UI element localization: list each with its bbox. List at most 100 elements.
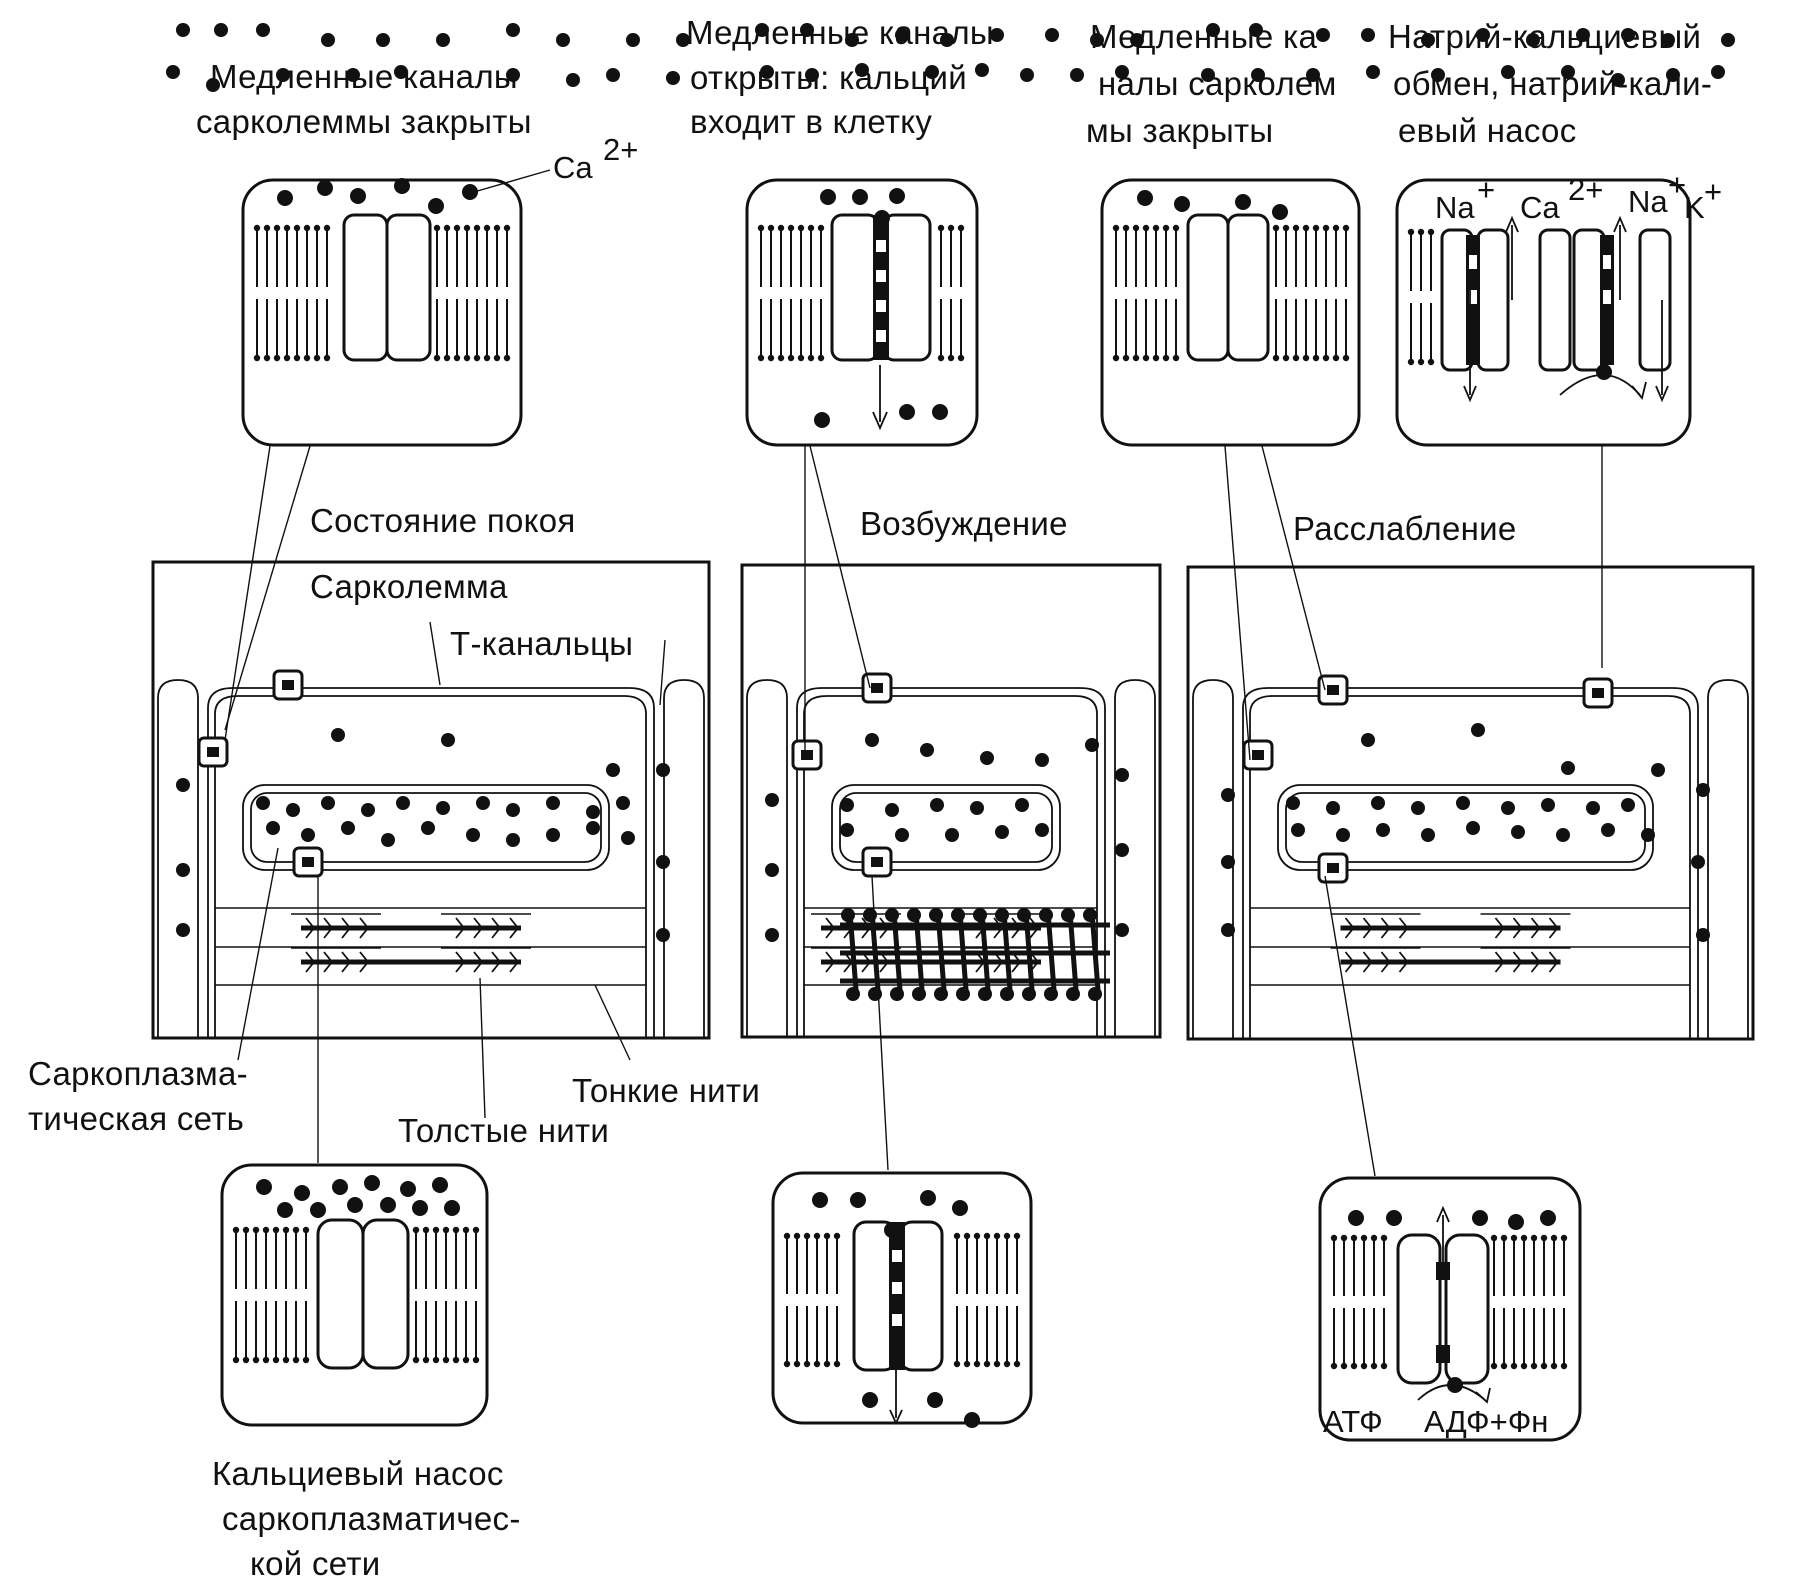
myosin-head <box>1344 951 1355 973</box>
channel-core <box>1327 863 1339 873</box>
channel-subunit <box>898 1220 944 1372</box>
ca-ion-dot <box>1249 23 1263 37</box>
ca-ion-dot <box>846 987 860 1001</box>
ca-ion-dot <box>462 184 478 200</box>
lipid-head <box>1282 354 1290 362</box>
lipid-head <box>283 224 291 232</box>
ca-ion-dot <box>1641 828 1655 842</box>
arrow-head <box>1436 1205 1450 1223</box>
inset-rest-closed-channel <box>241 169 551 447</box>
lipid-head <box>443 354 451 362</box>
pore-gap <box>1469 255 1477 269</box>
ca-ion-dot <box>1411 801 1425 815</box>
lipid-head <box>803 1360 811 1368</box>
ca-ion-dot <box>855 63 869 77</box>
lipid-head <box>253 354 261 362</box>
myosin-head <box>305 917 316 939</box>
lipid-head <box>757 354 765 362</box>
ca-ion-dot <box>1376 823 1390 837</box>
ca-ion-dot <box>556 33 570 47</box>
lipid-head <box>807 224 815 232</box>
ca-ion-dot <box>1501 801 1515 815</box>
ca-ion-dot <box>176 23 190 37</box>
ca-ion-dot <box>1651 763 1665 777</box>
lipid-head <box>813 1360 821 1368</box>
ca-ion-dot <box>964 1412 980 1428</box>
t-tubule-right <box>1114 679 1156 1038</box>
lipid-head <box>1142 354 1150 362</box>
lipid-head <box>462 1356 470 1364</box>
ion-symbol: Na <box>1435 190 1475 225</box>
lipid-head <box>983 1360 991 1368</box>
leader-line <box>659 639 666 706</box>
lipid-head <box>757 224 765 232</box>
ca-ion-dot <box>436 33 450 47</box>
ca-ion-dot <box>166 65 180 79</box>
ca-ion-dot <box>347 1197 363 1213</box>
lipid-head <box>1332 354 1340 362</box>
lipid-head <box>232 1356 240 1364</box>
ca-ion-dot <box>317 180 333 196</box>
ca-ion-dot <box>1501 65 1515 79</box>
pore-gap <box>876 240 886 252</box>
sr-vesicle <box>831 784 1061 871</box>
myosin-head <box>341 917 352 939</box>
ca-ion-dot <box>1221 923 1235 937</box>
lipid-head <box>232 1226 240 1234</box>
leader-line <box>479 977 486 1119</box>
inset-open-channel <box>745 178 979 447</box>
lipid-head <box>937 224 945 232</box>
ca-ion-dot <box>321 33 335 47</box>
pore-gate <box>1436 1345 1450 1363</box>
ca-ion-dot <box>214 23 228 37</box>
label-sr-calcium-pump: Кальциевый насос саркоплазматичес- кой с… <box>212 1455 520 1582</box>
ca-ion-dot <box>1621 798 1635 812</box>
ca-ion-dot <box>266 821 280 835</box>
lipid-head <box>1162 224 1170 232</box>
label-line: кой сети <box>250 1545 380 1582</box>
lipid-head <box>1427 358 1435 366</box>
lipid-head <box>783 1232 791 1240</box>
membrane <box>1407 228 1435 366</box>
lipid-head <box>1322 354 1330 362</box>
ca-ion-dot <box>276 68 290 82</box>
label-line: евый насос <box>1398 112 1577 149</box>
lipid-head <box>1490 1234 1498 1242</box>
t-tubule-right <box>663 679 705 1038</box>
sarcolemma-inner <box>1249 695 1691 1038</box>
leader-line <box>1224 445 1251 761</box>
lipid-head <box>293 354 301 362</box>
ca-ion-dot <box>1115 65 1129 79</box>
ca-ion-dot <box>1137 190 1153 206</box>
myosin-head <box>1362 917 1373 939</box>
ion-symbol: Ca <box>553 150 593 185</box>
lipid-head <box>813 1232 821 1240</box>
ca-ion-dot <box>1711 65 1725 79</box>
lipid-head <box>433 224 441 232</box>
ca-ion-dot <box>925 65 939 79</box>
channel-core <box>207 747 219 757</box>
lipid-head <box>1152 354 1160 362</box>
lipid-head <box>1172 224 1180 232</box>
lipid-head <box>1340 1234 1348 1242</box>
label-line: сарколеммы закрыты <box>196 103 532 140</box>
lipid-head <box>493 224 501 232</box>
ca-ion-dot <box>394 65 408 79</box>
label-state-excitation: Возбуждение <box>860 505 1068 542</box>
ca-ion-dot <box>476 796 490 810</box>
lipid-head <box>272 1226 280 1234</box>
panel-frame <box>740 563 1162 1039</box>
ca-ion-dot <box>412 1200 428 1216</box>
lipid-head <box>1330 1234 1338 1242</box>
ca-ion-dot <box>1476 28 1490 42</box>
ca-ion-dot <box>396 796 410 810</box>
t-tubule-left <box>746 679 788 1038</box>
channel-subunit <box>1226 213 1270 362</box>
inset-sr-release-channel <box>771 1171 1033 1428</box>
label-line: открыты: кальций <box>690 59 967 96</box>
ca-ion-dot <box>927 1392 943 1408</box>
ca-ion-dot <box>1348 1210 1364 1226</box>
lipid-head <box>1530 1362 1538 1370</box>
ca-ion-dot <box>1336 828 1350 842</box>
ca-ion-dot <box>912 987 926 1001</box>
